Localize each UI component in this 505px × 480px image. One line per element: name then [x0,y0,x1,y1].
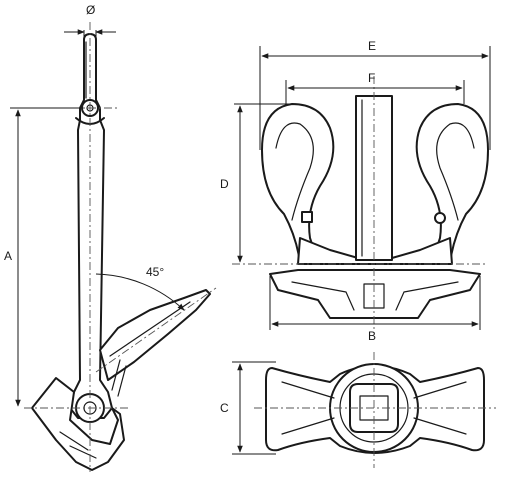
dim-label-diameter: Ø [86,3,95,17]
crown-base [269,269,481,319]
angle-arc [95,273,185,311]
side-view: 45° Ø A [4,3,217,472]
top-view: C [220,352,496,468]
dim-label-b: B [368,329,376,343]
right-fluke [415,103,489,263]
front-view: E F D B [220,39,491,343]
dim-label-f: F [368,71,375,85]
right-fluke-hole [434,212,446,224]
left-fluke-stop [301,211,313,223]
dim-label-a: A [4,249,12,263]
angle-label: 45° [146,265,164,279]
left-fluke [261,103,335,263]
dim-label-c: C [220,401,229,415]
dim-label-d: D [220,177,229,191]
dim-label-e: E [368,39,376,53]
